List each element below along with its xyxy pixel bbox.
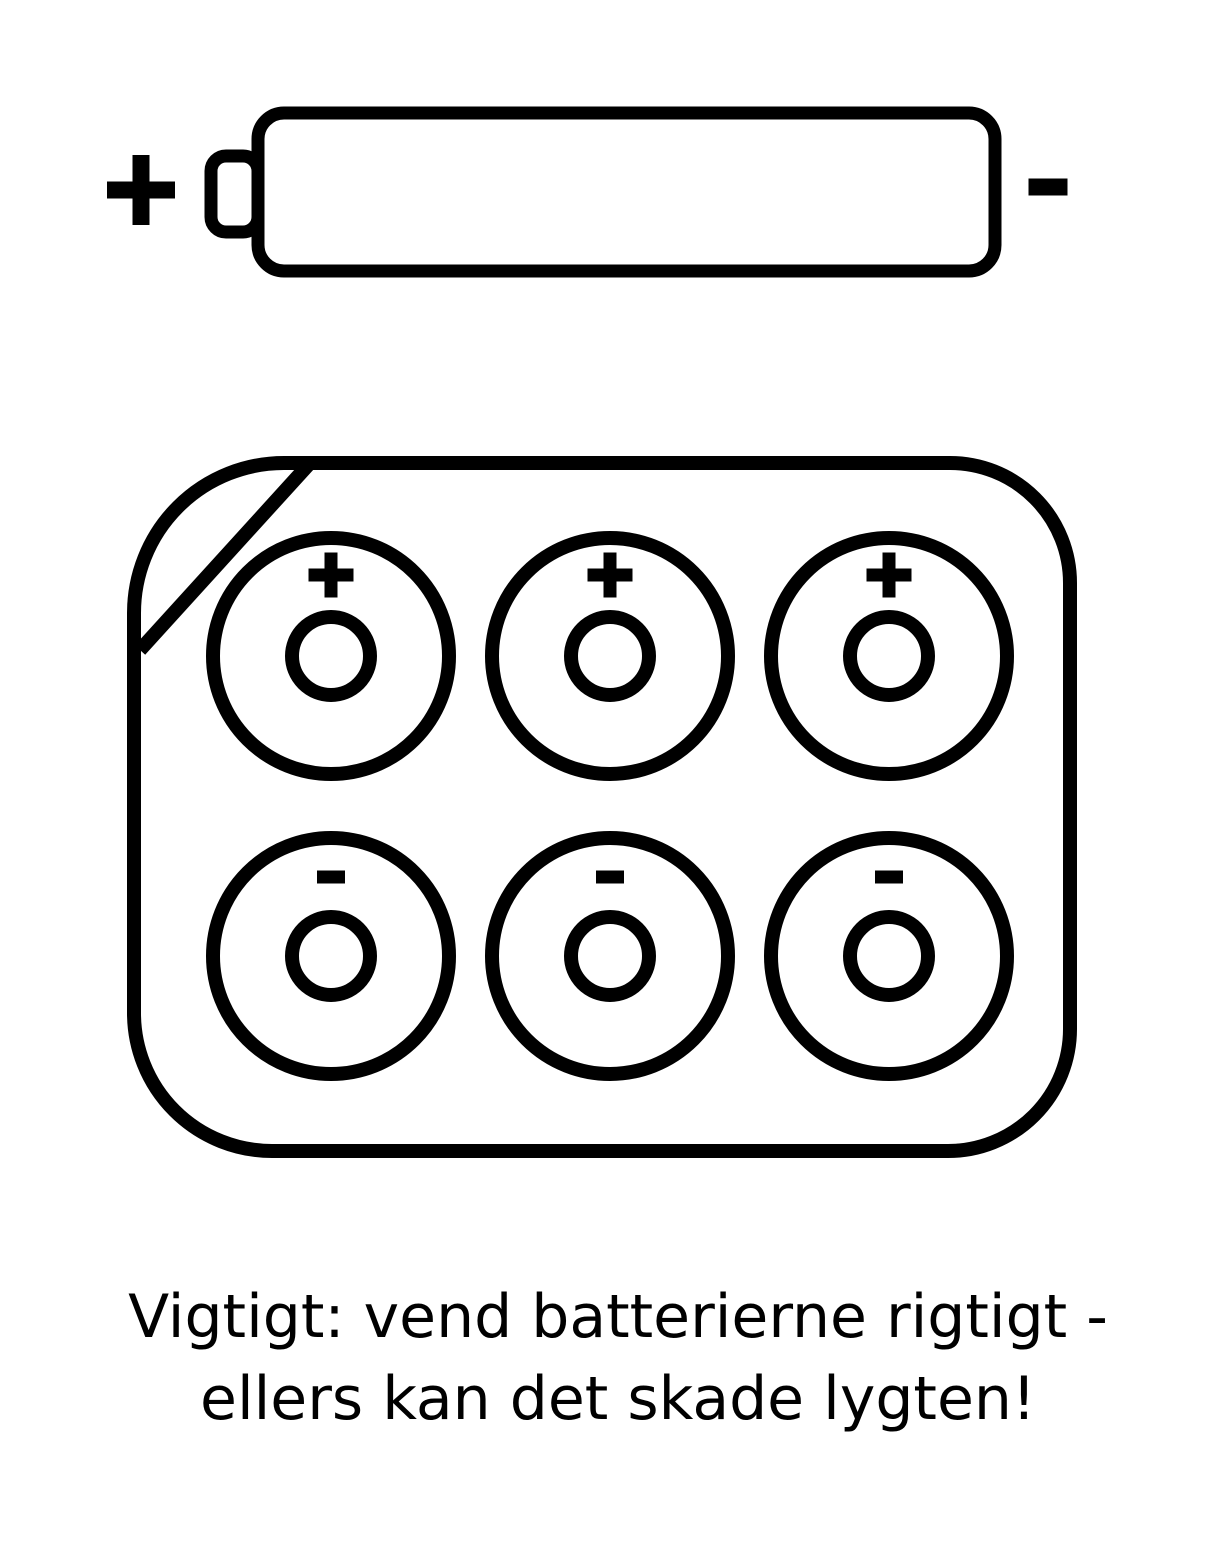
slot-outer-circle — [485, 531, 735, 781]
battery-illustration — [107, 106, 1068, 278]
slot-contact-circle — [285, 910, 377, 1002]
slot-contact-circle — [564, 910, 656, 1002]
battery-slot-4 — [206, 831, 456, 1081]
compartment-outline — [127, 456, 1077, 1158]
sign-bar-vertical — [603, 552, 617, 598]
slot-outer-circle — [485, 831, 735, 1081]
slot-contact-circle — [285, 610, 377, 702]
caption-line-1: Vigtigt: vend batterierne rigtigt - — [128, 1282, 1108, 1352]
battery-negative-sign — [1028, 178, 1068, 196]
sign-bar-vertical — [132, 155, 150, 225]
plus-sign — [587, 552, 633, 598]
minus-sign — [1028, 178, 1068, 196]
slot-contact-circle — [843, 910, 935, 1002]
sign-bar-horizontal — [317, 870, 345, 884]
caption-line-2: ellers kan det skade lygten! — [200, 1364, 1036, 1434]
minus-sign — [317, 870, 345, 884]
minus-sign — [596, 870, 624, 884]
compartment-corner-fold-line — [134, 458, 316, 655]
battery-body — [251, 106, 1002, 278]
slot-contact-circle — [564, 610, 656, 702]
battery-slot-6 — [764, 831, 1014, 1081]
slot-outer-circle — [206, 831, 456, 1081]
slot-outer-circle — [764, 831, 1014, 1081]
battery-slot-1 — [206, 531, 456, 781]
sign-bar-horizontal — [875, 870, 903, 884]
slot-outer-circle — [206, 531, 456, 781]
sign-bar-vertical — [882, 552, 896, 598]
battery-slot-2 — [485, 531, 735, 781]
battery-positive-sign — [107, 155, 175, 225]
sign-bar-horizontal — [1028, 178, 1068, 196]
battery-terminal-nub — [204, 149, 265, 239]
plus-sign — [308, 552, 354, 598]
battery-compartment — [127, 456, 1077, 1158]
battery-slot-3 — [764, 531, 1014, 781]
battery-slot-5 — [485, 831, 735, 1081]
caption: Vigtigt: vend batterierne rigtigt - elle… — [11, 1276, 1214, 1440]
minus-sign — [875, 870, 903, 884]
sign-bar-horizontal — [596, 870, 624, 884]
compartment-slots — [206, 531, 1014, 1081]
slot-outer-circle — [764, 531, 1014, 781]
slot-contact-circle — [843, 610, 935, 702]
plus-sign — [866, 552, 912, 598]
plus-sign — [107, 155, 175, 225]
sign-bar-vertical — [324, 552, 338, 598]
